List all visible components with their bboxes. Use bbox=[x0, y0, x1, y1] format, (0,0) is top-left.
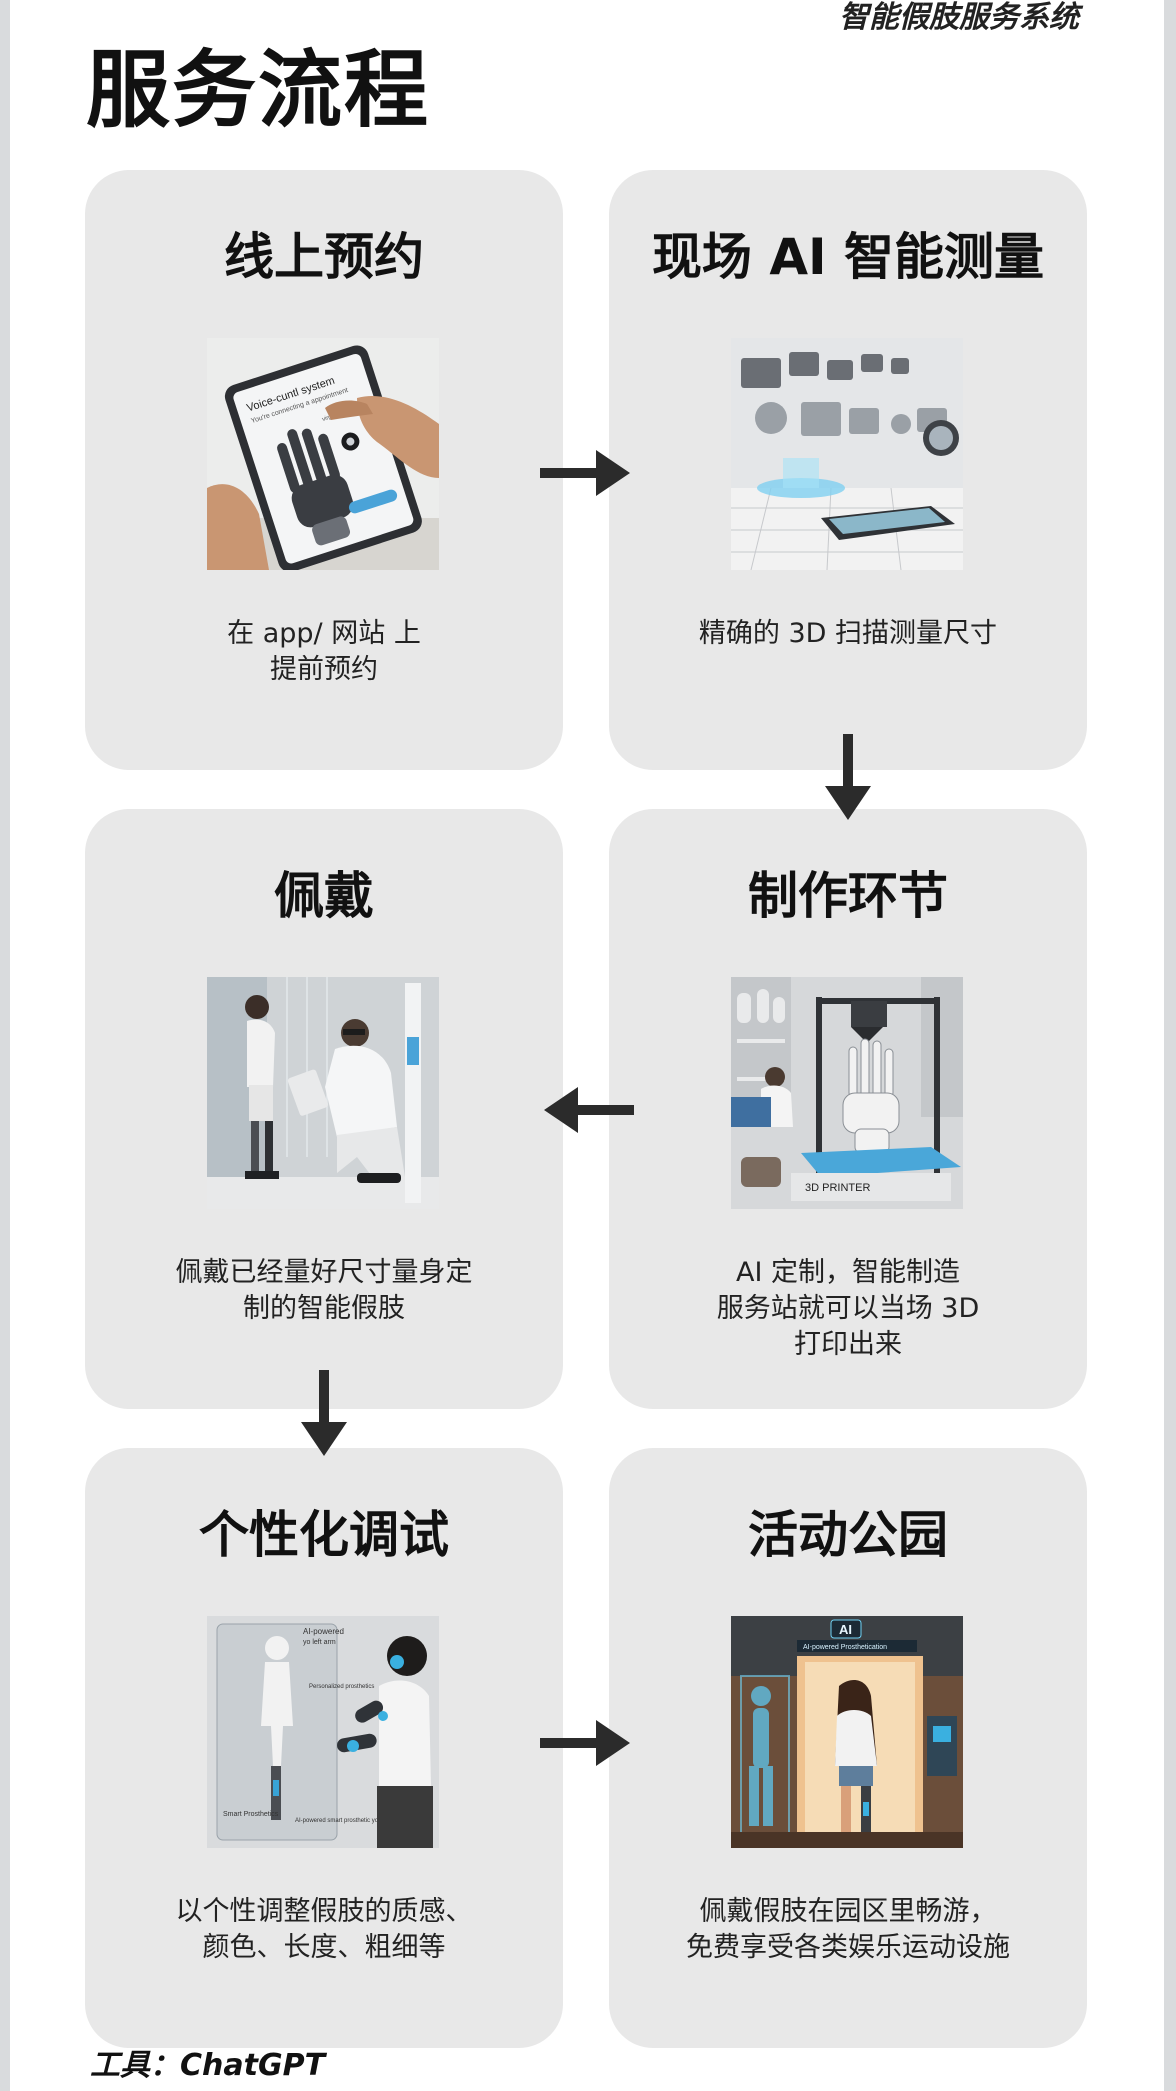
tool-credit: 工具：ChatGPT bbox=[90, 2048, 326, 2083]
step-description: 在 app/ 网站 上 提前预约 bbox=[109, 616, 539, 688]
booking-tablet-image: Voice-cuntl system You're connecting a a… bbox=[207, 338, 439, 570]
step-title: 个性化调试 bbox=[199, 1506, 449, 1564]
arrow-right-icon bbox=[540, 1718, 634, 1768]
description-line: 在 app/ 网站 上 bbox=[227, 618, 421, 649]
arrow-right-icon bbox=[540, 448, 634, 498]
step-title: 佩戴 bbox=[274, 867, 374, 925]
brand-title: 智能假肢服务系统 bbox=[839, 0, 1079, 35]
description-line: 制的智能假肢 bbox=[243, 1293, 405, 1324]
step-card-activity-park: 活动公园 AI AI-powered Prosthetication bbox=[609, 1448, 1087, 2048]
step-description: AI 定制，智能制造 服务站就可以当场 3D 打印出来 bbox=[633, 1255, 1063, 1363]
step-title: 现场 AI 智能测量 bbox=[651, 228, 1045, 286]
step-description: 精确的 3D 扫描测量尺寸 bbox=[633, 616, 1063, 652]
fitting-prosthetic-image bbox=[207, 977, 439, 1209]
description-line: 提前预约 bbox=[270, 654, 378, 685]
screen-label-leg: AI-powered smart prosthetic your right l… bbox=[295, 1818, 406, 1824]
step-title: 制作环节 bbox=[748, 867, 948, 925]
step-description: 佩戴已经量好尺寸量身定 制的智能假肢 bbox=[109, 1255, 539, 1327]
personalized-tuning-image: Smart Prosthetics AI-powered yo left arm… bbox=[207, 1616, 439, 1848]
description-line: 免费享受各类娱乐运动设施 bbox=[686, 1932, 1010, 1963]
arrow-left-icon bbox=[540, 1085, 634, 1135]
activity-park-image: AI AI-powered Prosthetication bbox=[731, 1616, 963, 1848]
ai-scan-lab-image bbox=[731, 338, 963, 570]
screen-label-arm: yo left arm bbox=[303, 1639, 336, 1646]
arrow-down-icon bbox=[823, 734, 873, 822]
description-line: 颜色、长度、粗细等 bbox=[202, 1932, 446, 1963]
screen-label-smart: Smart Prosthetics bbox=[223, 1811, 279, 1818]
arrow-down-icon bbox=[299, 1370, 349, 1458]
description-line: 打印出来 bbox=[794, 1329, 902, 1360]
description-line: 佩戴已经量好尺寸量身定 bbox=[175, 1257, 473, 1288]
screen-label-personal: Personalized prosthetics bbox=[309, 1684, 374, 1690]
step-card-ai-measurement: 现场 AI 智能测量 bbox=[609, 170, 1087, 770]
description-line: 服务站就可以当场 3D bbox=[716, 1293, 980, 1324]
step-title: 活动公园 bbox=[748, 1506, 948, 1564]
step-card-wearing: 佩戴 bbox=[85, 809, 563, 1409]
description-line: 佩戴假肢在园区里畅游， bbox=[699, 1896, 997, 1927]
page-sheet: 智能假肢服务系统 服务流程 线上预约 Voice-cuntl system Yo… bbox=[10, 0, 1164, 2091]
description-line: 以个性调整假肢的质感、 bbox=[175, 1896, 473, 1927]
screen-label-ai: AI-powered bbox=[303, 1627, 344, 1636]
step-card-manufacturing: 制作环节 bbox=[609, 809, 1087, 1409]
step-title: 线上预约 bbox=[224, 228, 424, 286]
description-line: AI 定制，智能制造 bbox=[735, 1257, 960, 1288]
description-line: 精确的 3D 扫描测量尺寸 bbox=[698, 618, 998, 649]
page-title: 服务流程 bbox=[86, 41, 431, 139]
printer-label: 3D PRINTER bbox=[805, 1182, 870, 1194]
sign-subtitle: AI-powered Prosthetication bbox=[803, 1644, 887, 1651]
step-card-personalization: 个性化调试 Smart Prosthetics AI-powered yo le… bbox=[85, 1448, 563, 2048]
step-description: 以个性调整假肢的质感、 颜色、长度、粗细等 bbox=[109, 1894, 539, 1966]
sign-ai-label: AI bbox=[839, 1622, 852, 1637]
3d-printer-image: 3D PRINTER bbox=[731, 977, 963, 1209]
step-card-online-booking: 线上预约 Voice-cuntl system You're connectin… bbox=[85, 170, 563, 770]
step-description: 佩戴假肢在园区里畅游， 免费享受各类娱乐运动设施 bbox=[633, 1894, 1063, 1966]
